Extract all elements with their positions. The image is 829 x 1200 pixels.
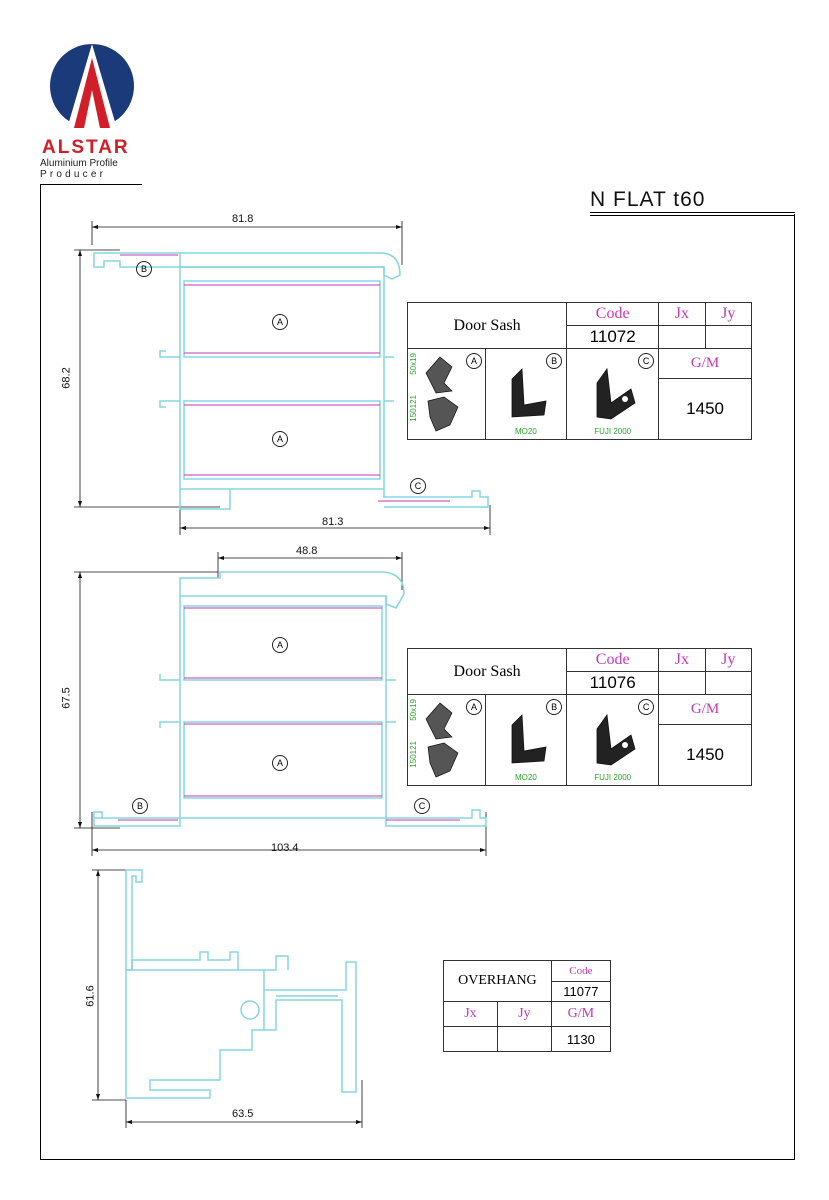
profile-3-code: 11077 bbox=[550, 980, 612, 1003]
profile-3-gm-label: G/M bbox=[550, 1001, 612, 1028]
profile-1-gm-label: G/M bbox=[658, 347, 752, 380]
profile-2-jy-label: Jy bbox=[704, 648, 753, 672]
profile-3-dim-left: 61.6 bbox=[84, 985, 97, 1007]
profile-1-acc-c-marker: C bbox=[638, 353, 655, 369]
profile-2-acc-b-marker: B bbox=[546, 699, 563, 715]
profile-2-marker-b: B bbox=[132, 798, 148, 814]
profile-1-marker-b: B bbox=[136, 261, 152, 277]
frame-line-right bbox=[794, 214, 795, 1160]
profile-1-acc-a-cell: 50x19 150121 A bbox=[407, 348, 486, 440]
profile-2-dim-top: 48.8 bbox=[296, 545, 318, 557]
profile-2-code-label: Code bbox=[566, 648, 660, 672]
corner-joint-icon bbox=[596, 713, 636, 766]
profile-1-acc-b-marker: B bbox=[546, 353, 563, 369]
profile-3-name: OVERHANG bbox=[443, 959, 552, 1003]
profile-1-acc-a-marker: A bbox=[466, 353, 482, 369]
profile-1-acc-b-cell: B MO20 bbox=[484, 348, 568, 440]
profile-1-jy bbox=[704, 325, 753, 349]
profile-1-dim-left: 68.2 bbox=[60, 367, 73, 389]
brand-name: ALSTAR bbox=[42, 137, 130, 158]
profile-1-marker-a2: A bbox=[272, 431, 288, 447]
profile-1-jx-label: Jx bbox=[658, 302, 706, 326]
profile-1-jy-label: Jy bbox=[704, 302, 753, 326]
profile-2-acc-c-marker: C bbox=[638, 699, 655, 715]
profile-1-marker-a1: A bbox=[272, 314, 288, 330]
profile-1-acc-a-size: 50x19 bbox=[409, 353, 418, 375]
profile-2-acc-b-cell: B MO20 bbox=[484, 694, 568, 786]
profile-3-jy-label: Jy bbox=[496, 1001, 552, 1028]
profile-2-acc-c-cell: C FUJI 2000 bbox=[566, 694, 660, 786]
corner-cleat-icon bbox=[425, 356, 459, 432]
profile-1-acc-b-name: MO20 bbox=[515, 427, 537, 436]
profile-1-spec-table: Door Sash Code Jx Jy 11072 50x19 150121 … bbox=[406, 302, 753, 440]
profile-1-jx bbox=[658, 325, 706, 349]
profile-2-drawing bbox=[74, 552, 487, 856]
profile-3-spec-table: OVERHANG Code 11077 Jx Jy G/M 1130 bbox=[443, 959, 612, 1052]
profile-2-name: Door Sash bbox=[406, 648, 568, 695]
frame-line-bottom bbox=[40, 1159, 795, 1160]
frame-line-title2 bbox=[590, 215, 795, 216]
profile-2-marker-c: C bbox=[414, 798, 430, 814]
brand-tagline-2: Producer bbox=[40, 169, 107, 180]
profile-2-marker-a2: A bbox=[272, 755, 288, 771]
profile-2-gm-label: G/M bbox=[658, 693, 752, 726]
corner-cleat-icon bbox=[425, 702, 459, 778]
frame-line-title bbox=[590, 212, 795, 213]
profile-2-code: 11076 bbox=[566, 671, 660, 695]
profile-3-code-label: Code bbox=[550, 960, 612, 982]
profile-2-acc-c-name: FUJI 2000 bbox=[594, 773, 632, 782]
profile-2-acc-a-marker: A bbox=[466, 699, 482, 715]
profile-2-acc-a-cell: 50x19 150121 A bbox=[407, 694, 486, 786]
corner-bracket-icon bbox=[511, 368, 547, 418]
frame-line-left bbox=[40, 184, 41, 1160]
profile-2-acc-b-name: MO20 bbox=[515, 773, 537, 782]
brand-tagline-1: Aluminium Profile bbox=[40, 158, 118, 169]
profile-1-acc-c-cell: C FUJI 2000 bbox=[566, 348, 660, 440]
profile-2-dim-left: 67.5 bbox=[60, 687, 73, 709]
profile-1-dim-top: 81.8 bbox=[232, 213, 254, 225]
profile-2-spec-table: Door Sash Code Jx Jy 11076 50x19 150121 … bbox=[406, 648, 753, 786]
profile-3-dim-bottom: 63.5 bbox=[232, 1108, 254, 1120]
corner-bracket-icon bbox=[511, 714, 547, 764]
profile-1-name: Door Sash bbox=[406, 302, 568, 349]
profile-1-marker-c: C bbox=[410, 478, 426, 494]
profile-1-dim-bottom: 81.3 bbox=[322, 516, 344, 528]
profile-2-jx bbox=[658, 671, 706, 695]
profile-3-drawing bbox=[92, 869, 363, 1128]
profile-1-code: 11072 bbox=[566, 325, 660, 349]
frame-line-logo bbox=[40, 184, 142, 185]
profile-2-marker-a1: A bbox=[272, 637, 288, 653]
profile-1-drawing bbox=[74, 221, 491, 535]
profile-2-acc-a-size: 50x19 bbox=[409, 699, 418, 721]
alstar-logo-icon bbox=[50, 44, 134, 132]
profile-1-acc-c-name: FUJI 2000 bbox=[594, 427, 632, 436]
profile-3-jx bbox=[443, 1026, 498, 1052]
profile-3-jx-label: Jx bbox=[443, 1001, 498, 1028]
profile-2-jy bbox=[704, 671, 753, 695]
profile-1-code-label: Code bbox=[566, 302, 660, 326]
profile-1-gm: 1450 bbox=[658, 378, 752, 440]
profile-2-dim-bottom: 103.4 bbox=[271, 842, 299, 854]
profile-1-acc-a-code: 150121 bbox=[409, 395, 418, 422]
profile-2-acc-a-code: 150121 bbox=[409, 741, 418, 768]
corner-joint-icon bbox=[596, 367, 636, 420]
profile-3-jy bbox=[496, 1026, 552, 1052]
profile-3-gm: 1130 bbox=[550, 1026, 612, 1052]
page-title: N FLAT t60 bbox=[590, 188, 706, 211]
profile-2-jx-label: Jx bbox=[658, 648, 706, 672]
profile-2-gm: 1450 bbox=[658, 724, 752, 786]
